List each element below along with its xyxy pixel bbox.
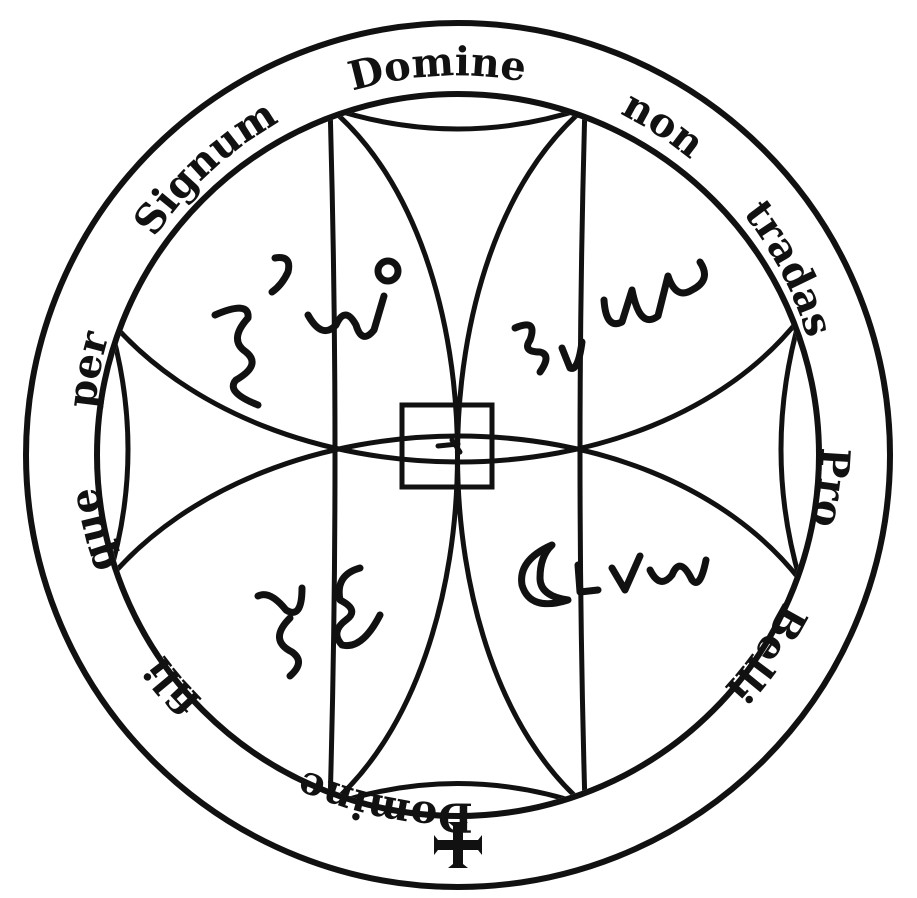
ring-word-9: que [60, 485, 126, 578]
svg-text:fili: fili [134, 648, 209, 725]
svg-text:Domine: Domine [290, 761, 473, 841]
glyphs-bottom-left [254, 564, 384, 680]
ring-word-10: per [58, 325, 119, 410]
arc-right-cap [778, 315, 803, 583]
glyphs-top-right [511, 258, 708, 376]
arc-bottom-sweep [105, 433, 803, 583]
arc-left-cap [105, 315, 131, 583]
svg-text:que: que [60, 485, 126, 578]
arc-vertical-left [327, 102, 338, 808]
ring-inscription: Signum [124, 90, 285, 244]
glyphs-bottom-right [518, 541, 710, 608]
ring-word-2: Domine [343, 38, 529, 100]
arc-top-sweep [105, 315, 803, 465]
crescent-moon-icon [518, 541, 572, 608]
outer-ring [23, 20, 893, 890]
center-box [399, 402, 495, 490]
arc-bottom-cap [327, 781, 588, 808]
glyphs-top-left [211, 254, 402, 409]
svg-text:Pro: Pro [802, 447, 859, 532]
ring-word-7: Domine [290, 761, 473, 841]
svg-text:tradas: tradas [735, 191, 843, 342]
center-mark [435, 437, 463, 455]
arc-top-cap [327, 105, 588, 132]
svg-text:Domine: Domine [343, 38, 529, 100]
inner-ring [94, 91, 822, 819]
ring-word-8: fili [134, 648, 209, 725]
cross-icon [434, 822, 482, 868]
svg-text:per: per [58, 325, 119, 410]
ring-word-4: tradas [735, 191, 843, 342]
ring-word-5: Pro [802, 447, 859, 532]
arc-vertical-right [577, 102, 588, 808]
ring-word-1: Signum [124, 90, 285, 244]
arc-right-sweep [455, 105, 588, 808]
interlaced-arcs [105, 102, 803, 808]
